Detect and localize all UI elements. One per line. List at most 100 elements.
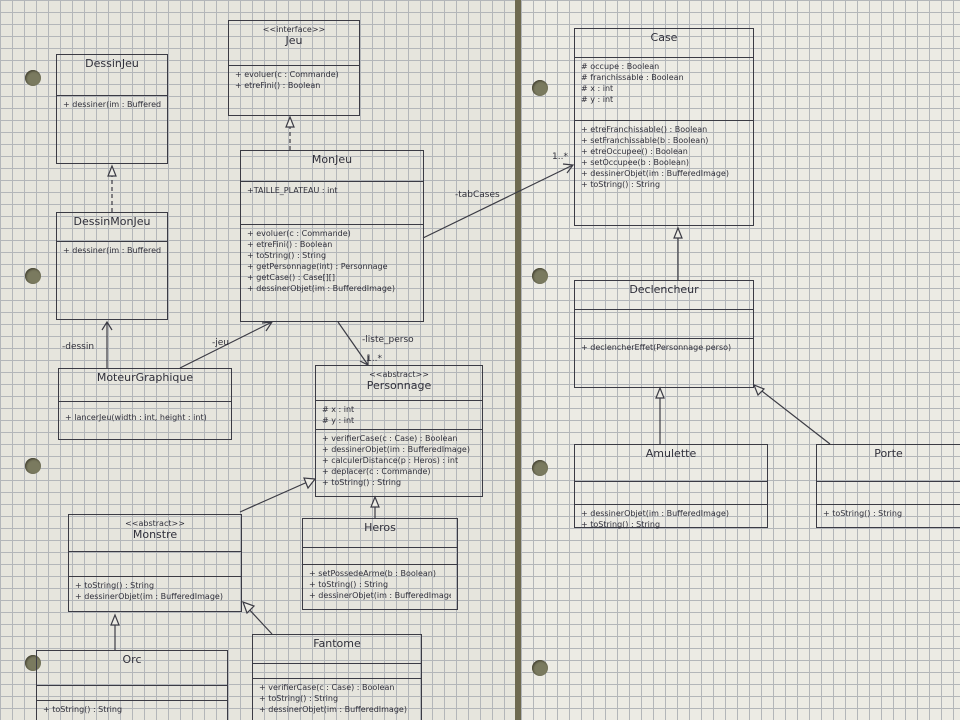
binder-hole [25,70,41,86]
arrowhead [241,600,256,615]
method: + dessinerObjet(im : BufferedImage) [581,169,729,178]
class-amulette: Amulette + dessinerObjet(im : BufferedIm… [574,444,768,529]
method: + toString() : String [581,520,661,529]
method: + dessiner(im : BufferedImage) [63,246,161,255]
association-moteur-jeu [179,321,273,369]
method: + setOccupee(b : Boolean) [581,158,690,167]
arrowhead [101,320,113,331]
method: + setFranchissable(b : Boolean) [581,136,709,145]
label-liste-perso: -liste_perso [362,335,414,345]
left-notebook-page [0,0,515,720]
attribute: # x : int [581,84,614,93]
attribute: # x : int [322,405,355,414]
attribute: # y : int [581,95,614,104]
method: + toString() : String [259,694,339,703]
generalization-monstre-personnage [239,479,313,513]
arrowhead [285,115,295,128]
method: + lancerJeu(width : int, height : int) [65,413,207,422]
class-fantome: Fantome + verifierCase(c : Case) : Boole… [252,634,422,720]
method: + dessinerObjet(im : BufferedImage) [247,284,395,293]
stereotype: <<abstract>> [125,519,185,528]
arrowhead [303,477,317,490]
binder-hole [532,80,548,96]
method: + dessinerObjet(im : BufferedImage) [75,592,223,601]
class-dessinmonjeu: DessinMonJeu + dessiner(im : BufferedIma… [56,212,168,320]
method: + declencherEffet(Personnage perso) [581,343,732,352]
class-name: MonJeu [311,153,353,166]
method: + toString() : String [43,705,123,714]
class-name: DessinJeu [85,57,139,70]
attribute: # franchissable : Boolean [581,73,684,82]
class-heros: Heros + setPossedeArme(b : Boolean) + to… [302,518,458,610]
class-name: Declencheur [629,283,699,296]
class-name: Monstre [132,528,178,541]
method: + getPersonnage(int) : Personnage [247,262,388,271]
arrowhead [562,163,575,174]
method: + toString() : String [322,478,402,487]
method: + toString() : String [247,251,327,260]
method: + verifierCase(c : Case) : Boolean [259,683,395,692]
binder-hole [532,660,548,676]
class-name: Amulette [645,447,697,460]
class-jeu: <<interface>> Jeu + evoluer(c : Commande… [228,20,360,116]
class-moteurgraphique: MoteurGraphique + lancerJeu(width : int,… [58,368,232,440]
class-name: Orc [122,653,142,666]
association-monjeu-personnage [337,321,369,366]
arrowhead [655,386,665,399]
class-name: Fantome [313,637,361,650]
class-name: Heros [364,521,396,534]
stereotype: <<abstract>> [369,370,429,379]
class-monstre: <<abstract>> Monstre + toString() : Stri… [68,514,242,612]
method: + etreFini() : Boolean [247,240,333,249]
method: + toString() : String [581,180,661,189]
class-name: Personnage [366,379,432,392]
method: + dessinerObjet(im : BufferedImage) [259,705,407,714]
method: + toString() : String [823,509,903,518]
class-name: DessinMonJeu [73,215,151,228]
association-monjeu-case [422,164,574,239]
method: + setPossedeArme(b : Boolean) [309,569,436,578]
label-tabcases: -tabCases [455,190,500,200]
method: + dessiner(im : BufferedImage) [63,100,161,109]
generalization-fantome-monstre [245,605,273,635]
method: + etreFini() : Boolean [235,81,321,90]
class-personnage: <<abstract>> Personnage # x : int # y : … [315,365,483,497]
method: + getCase() : Case[][] [247,273,336,282]
method: + etreFranchissable() : Boolean [581,125,708,134]
arrowhead [261,321,274,332]
method: + evoluer(c : Commande) [235,70,339,79]
multiplicity-liste-perso: 1..* [366,354,382,364]
method: + verifierCase(c : Case) : Boolean [322,434,458,443]
binder-hole [532,268,548,284]
arrowhead [110,613,120,626]
method: + etreOccupee() : Boolean [581,147,688,156]
method: + toString() : String [309,580,389,589]
stereotype: <<interface>> [262,25,326,34]
method: + toString() : String [75,581,155,590]
class-name: Case [650,31,678,44]
label-jeu: -jeu [212,338,229,348]
multiplicity-tabcases: 1..* [552,152,568,162]
class-name: MoteurGraphique [96,371,194,384]
method: + evoluer(c : Commande) [247,229,351,238]
class-dessinjeu: DessinJeu + dessiner(im : BufferedImage) [56,54,168,164]
attribute: +TAILLE_PLATEAU : int [247,186,338,195]
label-dessin: -dessin [62,342,95,352]
attribute: # occupe : Boolean [581,62,660,71]
binder-hole [532,460,548,476]
binder-hole [25,655,41,671]
method: + calculerDistance(p : Heros) : int [322,456,459,465]
method: + dessinerObjet(im : BufferedImage) [322,445,470,454]
generalization-porte-declencheur [757,387,831,445]
arrowhead [752,383,766,397]
class-porte: Porte + toString() : String [816,444,960,528]
binder-hole [25,268,41,284]
class-declencheur: Declencheur + declencherEffet(Personnage… [574,280,754,388]
method: + dessinerObjet(im : BufferedImage) [581,509,729,518]
class-name: Porte [874,447,903,460]
class-orc: Orc + toString() : String [36,650,228,720]
class-name: Jeu [285,34,303,47]
arrowhead [107,164,117,177]
binder-hole [25,458,41,474]
